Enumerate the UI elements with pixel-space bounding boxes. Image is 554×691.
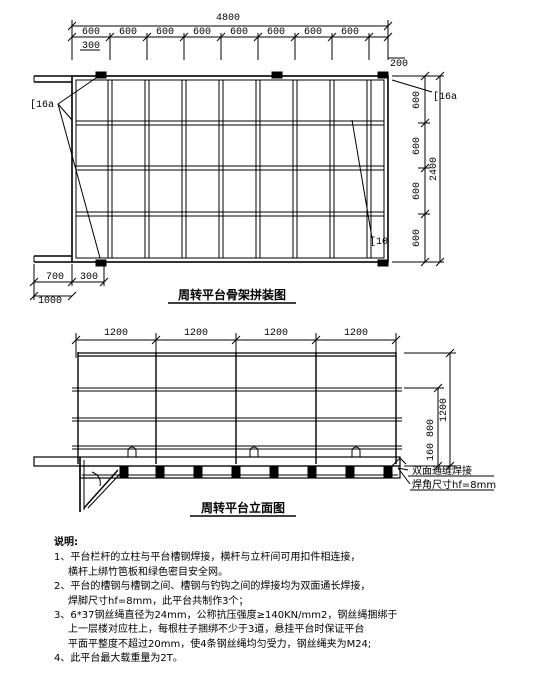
note-line: 上一层楼对应柱上，每根柱子捆绑不少于3道，悬挂平台时保证平台 — [68, 624, 365, 636]
height-1200-label: 1200 — [439, 398, 450, 422]
segment-label: 600 — [267, 27, 285, 38]
row-label: 600 — [412, 91, 423, 109]
row-label: 600 — [412, 182, 423, 200]
note-line: 焊脚尺寸hf=8mm，此平台共制作3个； — [68, 595, 249, 607]
note-line: 4、此平台最大载重量为2T。 — [54, 653, 183, 665]
plan-caption: 周转平台骨架拼装图 — [178, 287, 286, 302]
notes-title: 说明: — [54, 537, 78, 548]
row-label: 600 — [412, 229, 423, 247]
note-line: 2、平台的槽钢与槽钢之间、槽钢与钓钩之间的焊接均为双面通长焊接， — [54, 581, 371, 593]
left-offset-label: 300 — [82, 41, 100, 52]
segment-label: 600 — [156, 27, 174, 38]
height-800-label: 800 — [426, 419, 437, 437]
segment-label: 600 — [230, 27, 248, 38]
row-label: 600 — [412, 137, 423, 155]
plan-view — [29, 20, 445, 304]
note-line: 平面平整度不超过20mm，使4条钢丝绳均匀受力，钢丝绳夹为M24; — [68, 638, 372, 650]
span-label: 1200 — [264, 328, 288, 339]
bottom-1000-label: 1000 — [38, 296, 62, 307]
total-height-label: 2400 — [429, 157, 440, 181]
height-160-label: 160 — [426, 443, 437, 461]
channel-label-left: [16a — [30, 99, 54, 111]
notes-block: 说明: 1、平台栏杆的立柱与平台槽钢焊接，横杆与立杆间可用扣件相连接， 横杆上绑… — [54, 536, 534, 667]
note-line: 1、平台栏杆的立柱与平台槽钢焊接，横杆与立杆间可用扣件相连接， — [54, 552, 361, 564]
span-label: 1200 — [344, 328, 368, 339]
segment-label: 600 — [119, 27, 137, 38]
total-width-label: 4800 — [216, 13, 240, 24]
elevation-view — [33, 333, 494, 517]
span-label: 1200 — [104, 328, 128, 339]
segment-label: 600 — [82, 27, 100, 38]
segment-label: 600 — [193, 27, 211, 38]
weld-note-1: 双面通缝焊接 — [412, 464, 472, 477]
bottom-700-label: 700 — [46, 272, 64, 283]
weld-note-2: 焊角尺寸hf=8mm — [412, 478, 496, 491]
elevation-caption: 周转平台立面图 — [201, 500, 285, 515]
note-line: 横杆上绑竹笆板和绿色密目安全网。 — [68, 566, 228, 578]
channel-label-right: [16a — [433, 91, 457, 103]
right-offset-label: 200 — [390, 59, 408, 70]
segment-label: 600 — [304, 27, 322, 38]
note-line: 3、6*37钢丝绳直径为24mm，公称抗压强度≥140KN/mm2，钢丝绳捆绑于 — [54, 610, 398, 622]
segment-ticks — [67, 32, 393, 60]
bottom-300-label: 300 — [80, 272, 98, 283]
segment-label: 600 — [341, 27, 359, 38]
channel-label-inner: [10 — [370, 236, 388, 248]
span-label: 1200 — [184, 328, 208, 339]
